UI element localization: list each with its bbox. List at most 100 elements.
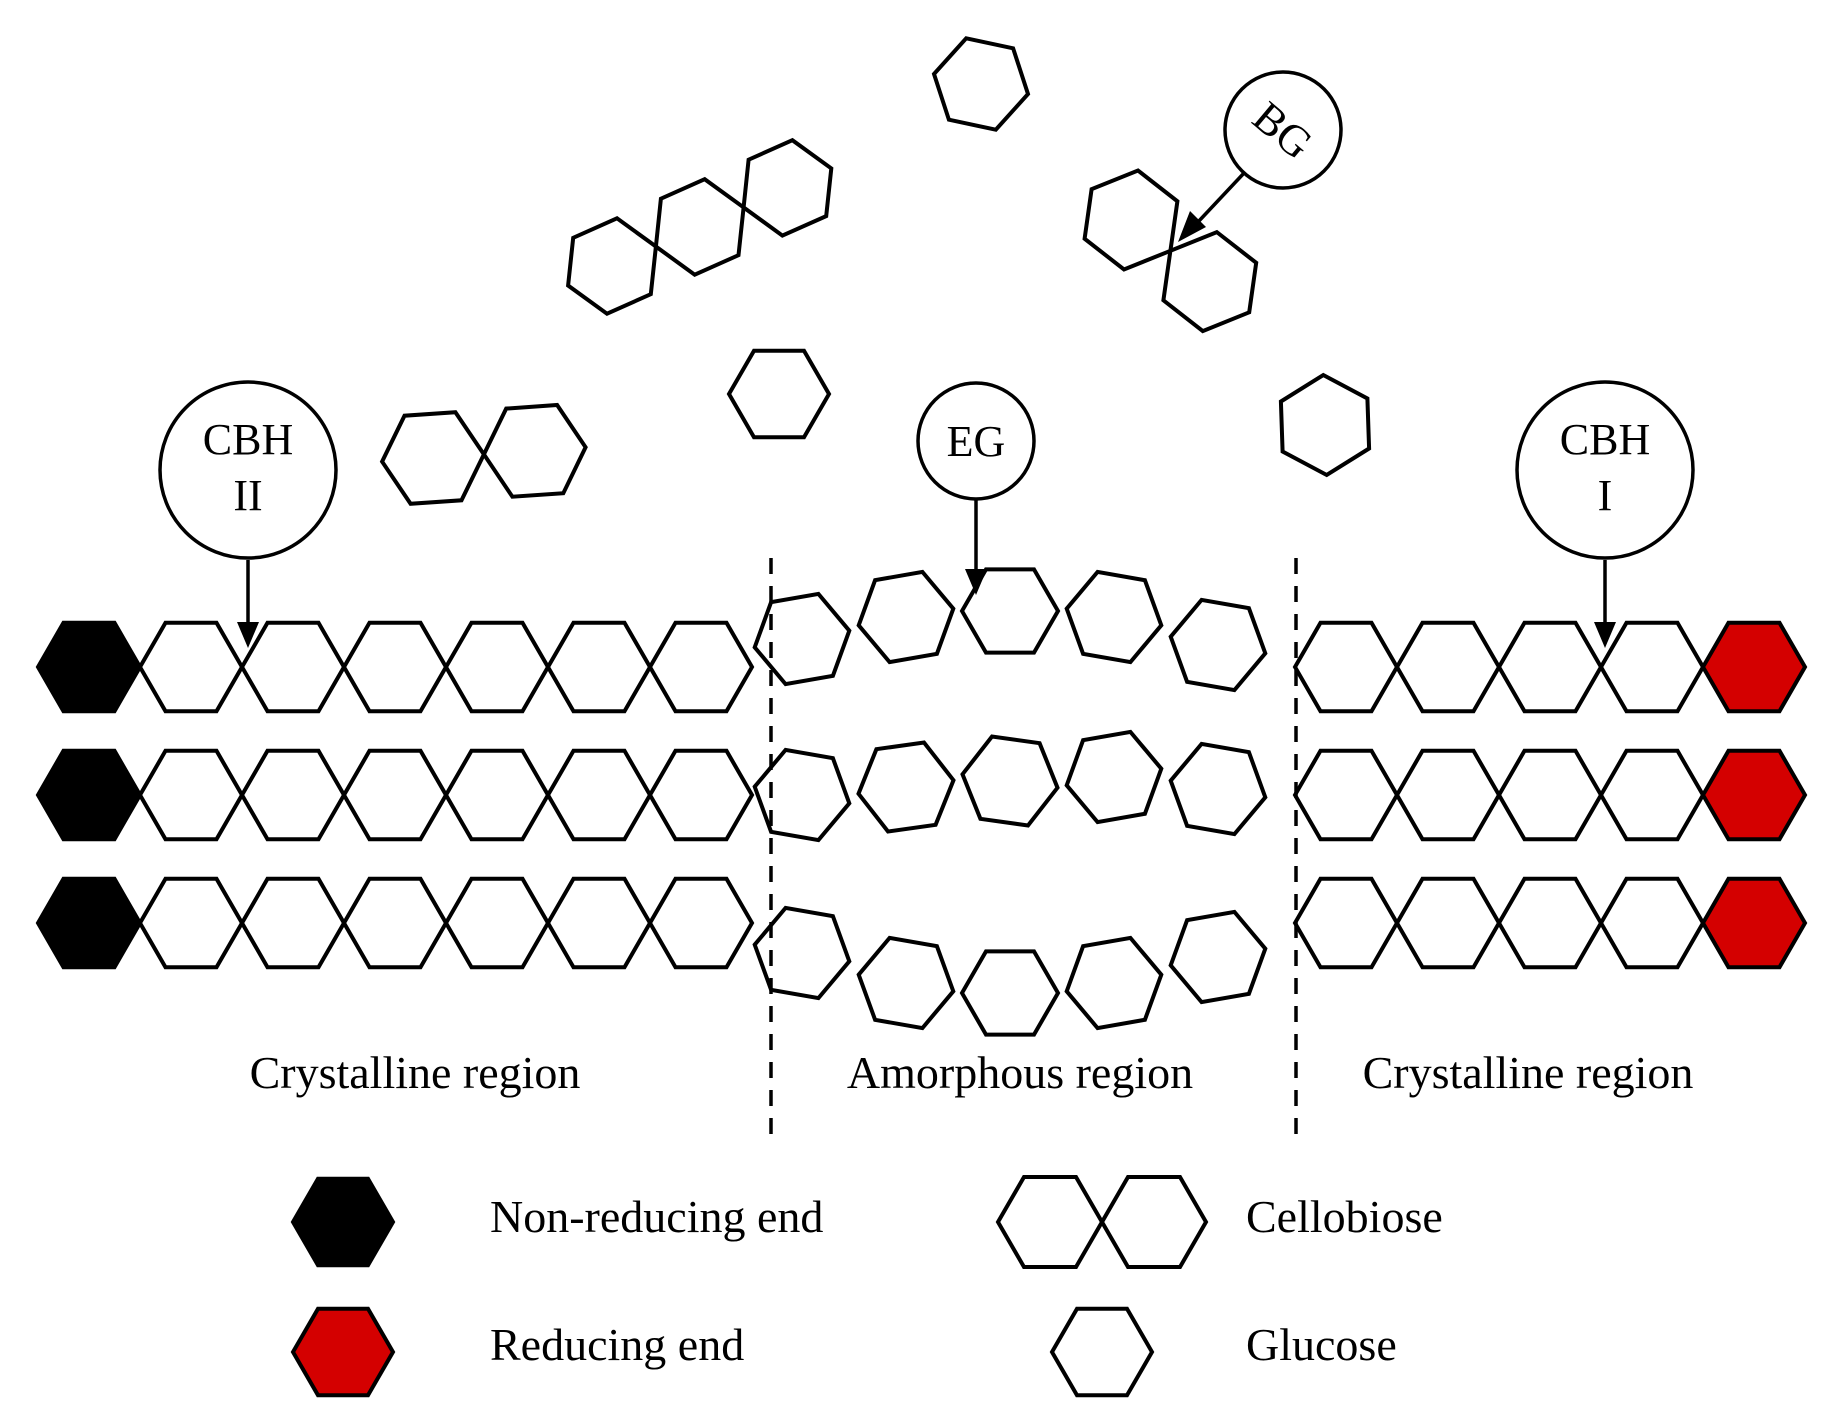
amorphous-glucose-hexagon (959, 949, 1061, 1037)
legend-symbols (290, 1175, 1209, 1398)
glucose-hexagon (545, 876, 653, 970)
glucose-hexagon (341, 876, 449, 970)
glucose-hexagon (341, 748, 449, 842)
glucose-hexagon (647, 620, 755, 714)
legend-reducing-end-hexagon (290, 1306, 396, 1398)
cbh1-label-line1: CBH (1560, 415, 1650, 464)
glucose-hexagon (741, 137, 834, 238)
non-reducing-end-hexagon (35, 876, 143, 970)
amorphous-glucose-hexagon (1064, 729, 1164, 825)
glucose-hexagon (1292, 620, 1400, 714)
glucose-hexagon (931, 36, 1031, 132)
free-glucose (931, 36, 1031, 132)
bg-arrow-shaft (1196, 170, 1247, 224)
glucose-hexagon (137, 876, 245, 970)
eg-label: EG (947, 417, 1006, 466)
enzyme-bg: BG (1178, 70, 1343, 242)
amorphous-glucose-hexagon (1168, 741, 1268, 837)
glucose-hexagon (239, 748, 347, 842)
cbh2-label-line2: II (233, 471, 262, 520)
glucose-hexagon (565, 216, 659, 316)
cbh1-label-line2: I (1598, 471, 1613, 520)
free-glucose (726, 348, 832, 440)
glucose-hexagon (1598, 620, 1706, 714)
region-label-amorphous: Amorphous region (847, 1047, 1193, 1098)
legend-label-reducing-end: Reducing end (490, 1319, 744, 1370)
free-cellobiose (379, 402, 588, 506)
legend-cellobiose-hexagon-1 (995, 1175, 1105, 1269)
bg-circle (1223, 70, 1343, 190)
non-reducing-end-hexagon (35, 620, 143, 714)
legend-cellobiose-hexagon-2 (1099, 1175, 1209, 1269)
amorphous-glucose-hexagon (752, 747, 852, 843)
glucose-hexagon (481, 402, 588, 499)
glucose-hexagon (1161, 229, 1259, 334)
reducing-end-hexagon (1700, 620, 1808, 714)
region-label-crystalline-left: Crystalline region (250, 1047, 581, 1098)
free-glucose (1278, 372, 1372, 478)
non-reducing-end-hexagon (35, 748, 143, 842)
region-label-crystalline-right: Crystalline region (1363, 1047, 1694, 1098)
bg-arrow-head (1178, 211, 1206, 242)
amorphous-glucose-hexagon (960, 734, 1060, 828)
amorphous-glucose-hexagon (856, 740, 956, 834)
released-products (379, 36, 1372, 506)
glucose-hexagon (1394, 748, 1502, 842)
glucose-hexagon (1394, 620, 1502, 714)
cbh1-arrow-head (1594, 622, 1616, 648)
legend-label-cellobiose: Cellobiose (1246, 1191, 1443, 1242)
glucose-hexagon (1496, 876, 1604, 970)
cbh2-circle (158, 380, 338, 560)
glucose-hexagon (647, 876, 755, 970)
amorphous-glucose-hexagon (752, 905, 852, 1001)
amorphous-glucose-hexagon (1168, 909, 1268, 1005)
glucose-hexagon (647, 748, 755, 842)
cellobiose-bg-substrate (1082, 168, 1259, 334)
cbh2-label-line1: CBH (203, 415, 293, 464)
amorphous-glucose-hexagon (856, 569, 956, 665)
glucose-hexagon (1598, 748, 1706, 842)
cellulose-chain-3 (35, 876, 1808, 1037)
amorphous-glucose-hexagon (1064, 935, 1164, 1031)
amorphous-glucose-hexagon (959, 567, 1061, 655)
glucose-hexagon (1394, 876, 1502, 970)
glucose-hexagon (1496, 748, 1604, 842)
enzyme-eg: EG (916, 381, 1036, 595)
glucose-hexagon (443, 748, 551, 842)
legend-non-reducing-end-hexagon (290, 1176, 396, 1268)
legend-label-non-reducing-end: Non-reducing end (490, 1191, 823, 1242)
free-cellotriose (565, 137, 834, 316)
glucose-hexagon (239, 620, 347, 714)
cellulose-chains (35, 567, 1808, 1037)
eg-circle (916, 381, 1036, 501)
glucose-hexagon (545, 748, 653, 842)
glucose-hexagon (1082, 168, 1180, 272)
legend: Non-reducing end Reducing end Cellobiose… (290, 1175, 1443, 1398)
glucose-hexagon (443, 876, 551, 970)
cbh1-circle (1515, 380, 1695, 560)
glucose-hexagon (137, 620, 245, 714)
glucose-hexagon (653, 176, 746, 277)
glucose-hexagon (1278, 372, 1372, 478)
legend-glucose-hexagon (1049, 1306, 1155, 1398)
legend-label-glucose: Glucose (1246, 1319, 1397, 1370)
amorphous-glucose-hexagon (856, 935, 956, 1031)
glucose-hexagon (443, 620, 551, 714)
cbh2-arrow-head (237, 622, 259, 648)
reducing-end-hexagon (1700, 876, 1808, 970)
eg-arrow-head (965, 569, 987, 595)
cellulose-chain-2 (35, 729, 1808, 843)
enzyme-cbh1: CBH I (1515, 380, 1695, 648)
glucose-hexagon (137, 748, 245, 842)
glucose-hexagon (726, 348, 832, 440)
glucose-hexagon (545, 620, 653, 714)
glucose-hexagon (1292, 876, 1400, 970)
glucose-hexagon (1292, 748, 1400, 842)
cellulose-chain-1 (35, 567, 1808, 714)
glucose-hexagon (379, 410, 487, 506)
glucose-hexagon (239, 876, 347, 970)
reducing-end-hexagon (1700, 748, 1808, 842)
amorphous-glucose-hexagon (1168, 597, 1268, 693)
amorphous-glucose-hexagon (1064, 569, 1164, 665)
